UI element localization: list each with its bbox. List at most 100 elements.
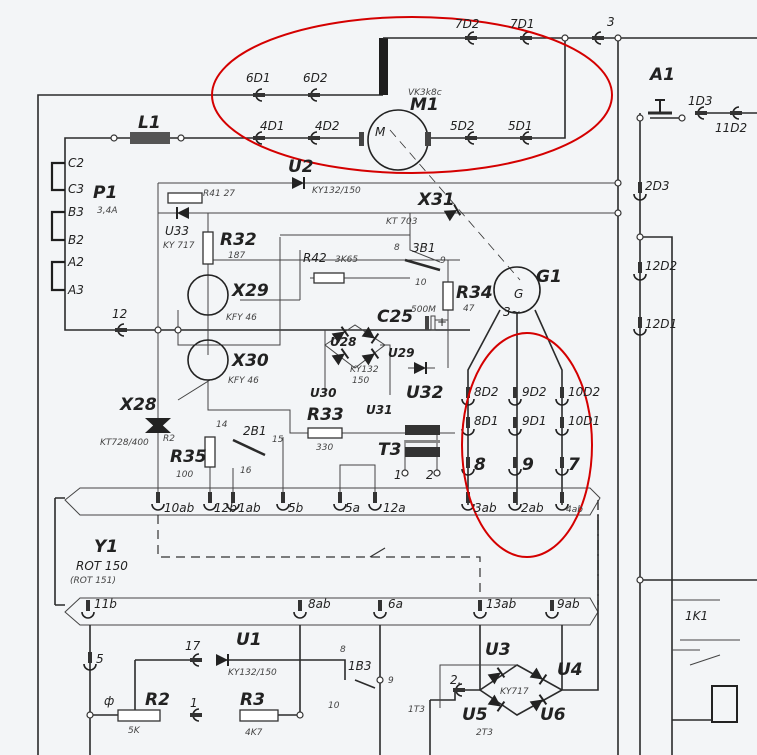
label-l1: L1 — [138, 113, 161, 133]
label-b2: B2 — [68, 233, 84, 247]
label-r35-value: 100 — [176, 470, 193, 480]
label-12: 12 — [112, 307, 127, 321]
label-4d2: 4D2 — [315, 119, 340, 133]
label-c2: C2 — [68, 156, 84, 170]
label-11d2: 11D2 — [715, 121, 747, 135]
label-3ab: 3ab — [474, 501, 497, 515]
label-r32: R32 — [220, 230, 257, 250]
label-12d2: 12D2 — [645, 259, 677, 273]
label-2ab: 2ab — [521, 501, 544, 515]
label-8: 8 — [474, 455, 486, 475]
label-pin-14: 14 — [216, 420, 228, 430]
label-u1-type: KY132/150 — [228, 668, 277, 678]
label-c25: C25 — [377, 307, 413, 327]
inductor-l1 — [130, 132, 170, 144]
components — [50, 34, 686, 722]
label-11b: 11b — [94, 597, 117, 611]
label-c3: C3 — [68, 182, 84, 196]
label-7d1: 7D1 — [510, 17, 535, 31]
resistor-r42 — [313, 272, 345, 284]
label-2b1: 2B1 — [243, 424, 267, 438]
label-u5: U5 — [462, 705, 488, 725]
label-12b: 12b — [214, 501, 237, 515]
label-1d3: 1D3 — [688, 94, 713, 108]
label-r2: R2 — [145, 690, 170, 710]
label-2d3: 2D3 — [645, 179, 670, 193]
label-pin-9: 9 — [440, 256, 446, 266]
label-u31: U31 — [366, 403, 392, 417]
label-bridge-type-2: 150 — [352, 376, 369, 386]
label-t3-pin-1: 1 — [394, 468, 402, 482]
diode-u2 — [291, 176, 305, 190]
label-1ab: 1ab — [238, 501, 261, 515]
diode-u33 — [176, 206, 190, 220]
transformer-t3 — [405, 425, 440, 435]
label-r3-value: 4K7 — [245, 728, 263, 738]
label-g1: G1 — [536, 267, 562, 287]
label-x30: X30 — [231, 351, 269, 371]
resistor-r34 — [442, 281, 454, 311]
red-annotation-ellipse-generator — [461, 332, 593, 558]
label-x28: X28 — [119, 395, 157, 415]
label-m1: M1 — [410, 95, 439, 115]
label-t3: T3 — [378, 440, 401, 460]
label-phi-symbol: ф — [104, 694, 114, 708]
label-7d2: 7D2 — [455, 17, 480, 31]
label-5: 5 — [96, 652, 104, 666]
label-1b3-pin-9: 9 — [388, 676, 394, 686]
diode-u32 — [413, 361, 427, 375]
label-x30-type: KFY 46 — [228, 376, 259, 386]
label-m1-symbol: M — [375, 125, 386, 139]
transistor-x29 — [187, 274, 229, 316]
label-u28: U28 — [330, 335, 356, 349]
label-5d1: 5D1 — [508, 119, 533, 133]
label-4d1: 4D1 — [260, 119, 285, 133]
label-g1-symbol: G — [514, 287, 523, 301]
label-r32-value: 187 — [228, 251, 245, 261]
diode-u1 — [215, 653, 229, 667]
resistor-r35 — [204, 436, 216, 468]
label-1b3-pin-10: 10 — [328, 701, 340, 711]
label-5d2: 5D2 — [450, 119, 475, 133]
label-bridge-u3-u6-type: KY717 — [500, 687, 529, 697]
label-r34-value: 47 — [463, 304, 475, 314]
label-2: 2. — [450, 673, 461, 687]
label-a3: A3 — [67, 283, 84, 297]
label-pin-16: 16 — [240, 466, 252, 476]
label-u29: U29 — [388, 346, 414, 360]
label-u2: U2 — [288, 157, 314, 177]
label-c25-plus: + — [437, 315, 447, 329]
label-u3: U3 — [485, 640, 511, 660]
label-m1-type: VK3k8c — [408, 88, 442, 98]
label-pin-15: 15 — [272, 435, 284, 445]
label-c25-value: 500M — [411, 305, 436, 315]
label-u30: U30 — [310, 386, 336, 400]
label-8d2: 8D2 — [474, 385, 499, 399]
label-5b: 5b — [288, 501, 304, 515]
label-u1: U1 — [236, 630, 262, 650]
label-6d2: 6D2 — [303, 71, 328, 85]
labels: 6D1 6D2 7D2 7D1 3 M1 VK3k8c M 4D1 4D2 5D… — [67, 15, 747, 738]
label-8d1: 8D1 — [474, 414, 499, 428]
label-r34: R34 — [456, 283, 493, 303]
label-1b3-pin-8: 8 — [340, 645, 346, 655]
resistor-r33 — [307, 427, 343, 439]
label-4ab: 4ab — [566, 505, 583, 515]
label-3: 3 — [607, 15, 615, 29]
label-x28-type: KT728/400 — [100, 438, 149, 448]
label-u6: U6 — [540, 705, 566, 725]
label-10d2: 10D2 — [568, 385, 600, 399]
label-y1-type: ROT 150 — [76, 559, 128, 573]
triac-x28 — [145, 421, 171, 433]
motor-m1-symbol — [367, 109, 429, 171]
label-t3-pin-2: 2 — [426, 468, 434, 482]
label-9: 9 — [522, 455, 534, 475]
label-12d1: 12D1 — [645, 317, 677, 331]
label-u33: U33 — [165, 224, 189, 238]
label-10d1: 10D1 — [568, 414, 600, 428]
label-10ab: 10ab — [164, 501, 195, 515]
label-u2-type: KY132/150 — [312, 186, 361, 196]
label-b3: B3 — [68, 205, 84, 219]
label-g1-ac: 3~ — [503, 305, 521, 319]
